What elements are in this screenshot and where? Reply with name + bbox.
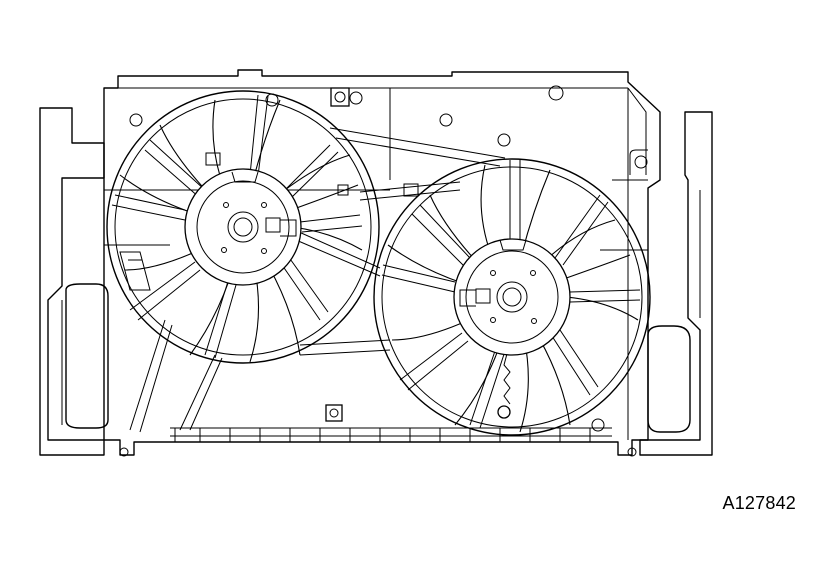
left-mounting-bracket	[39, 107, 105, 456]
mounting-square	[330, 87, 350, 107]
figure-id-label: A127842	[722, 493, 796, 513]
shroud-strut-mid	[289, 227, 381, 277]
right-reservoir	[647, 325, 691, 433]
right-fan-ring	[373, 158, 651, 436]
harness-chain	[503, 349, 511, 405]
left-fan-ring	[106, 90, 380, 364]
left-fan-motor	[184, 168, 302, 286]
shroud-strut-top	[329, 127, 506, 167]
left-fan	[106, 90, 380, 364]
right-fan-motor	[453, 238, 571, 356]
shroud-outline	[103, 69, 661, 456]
left-reservoir	[65, 283, 109, 429]
mounting-square-bottom	[325, 404, 343, 422]
right-fan	[373, 158, 651, 436]
right-mounting-bracket	[639, 111, 713, 456]
